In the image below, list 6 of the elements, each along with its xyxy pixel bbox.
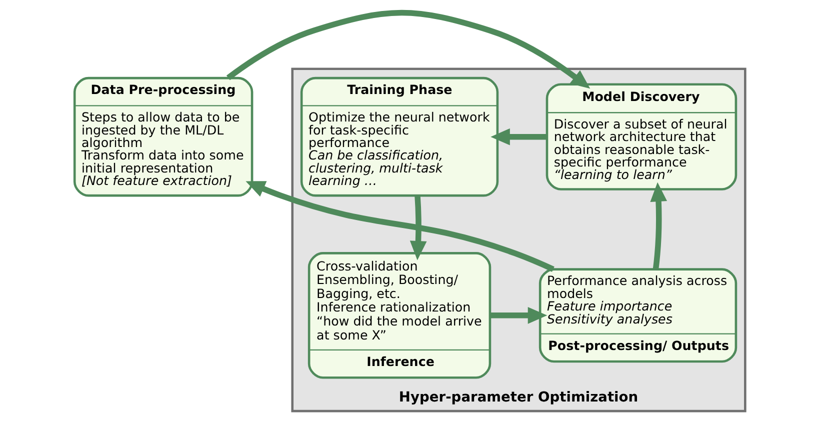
arrow	[409, 196, 426, 260]
arrow	[490, 128, 546, 146]
arrow	[650, 182, 667, 270]
arrow	[490, 306, 547, 324]
arrow	[226, 10, 590, 89]
arrow	[245, 181, 554, 272]
